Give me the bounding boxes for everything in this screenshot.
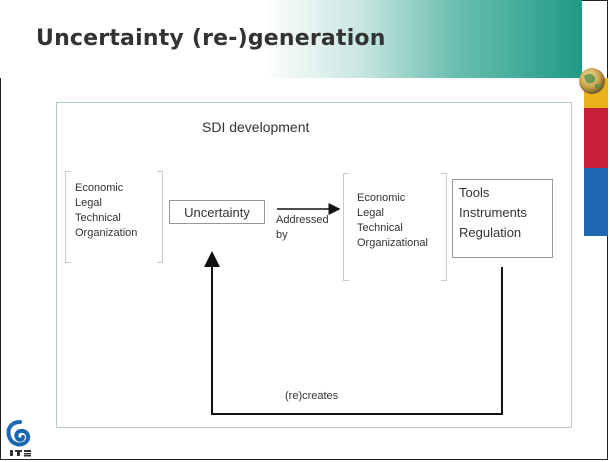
slide-title: Uncertainty (re-)generation: [36, 26, 386, 51]
strip-red: [584, 108, 608, 168]
middle-factor-item: Economic: [357, 192, 406, 204]
left-factor-item: Legal: [75, 197, 102, 209]
arrow-label: Addressed by: [276, 213, 329, 243]
uncertainty-box: Uncertainty: [169, 200, 265, 224]
globe-icon: [579, 68, 605, 94]
middle-factor-item: Legal: [357, 207, 384, 219]
tools-item: Instruments: [459, 205, 527, 220]
middle-factor-item: Organizational: [357, 237, 428, 249]
left-bracket-open: [65, 171, 71, 263]
left-factor-list: Economic Legal Technical Organization: [75, 181, 137, 241]
middle-bracket-close: [441, 173, 447, 281]
tools-list: Tools Instruments Regulation: [459, 183, 527, 243]
color-strip: [584, 78, 608, 238]
strip-blue: [584, 168, 608, 236]
tools-item: Tools: [459, 185, 490, 200]
middle-bracket-open: [343, 173, 349, 281]
feedback-arrow: [204, 251, 503, 415]
left-factor-item: Organization: [75, 227, 138, 239]
sdi-diagram: SDI development Economic Legal Technical…: [56, 102, 572, 428]
left-factor-item: Technical: [75, 212, 121, 224]
left-factor-item: Economic: [75, 182, 124, 194]
left-bracket-close: [157, 171, 163, 263]
arrow-label-line: Addressed: [276, 214, 329, 226]
tools-box: [452, 179, 553, 258]
middle-factor-item: Technical: [357, 222, 403, 234]
organization-logo-icon: [6, 420, 31, 457]
diagram-arrows: [204, 203, 503, 415]
arrow-label-line: by: [276, 229, 288, 241]
tools-item: Regulation: [459, 225, 522, 240]
diagram-heading: SDI development: [202, 119, 310, 135]
middle-factor-list: Economic Legal Technical Organizational: [357, 191, 428, 251]
title-bar: Uncertainty (re-)generation: [0, 0, 582, 78]
feedback-label: (re)creates: [285, 390, 339, 402]
